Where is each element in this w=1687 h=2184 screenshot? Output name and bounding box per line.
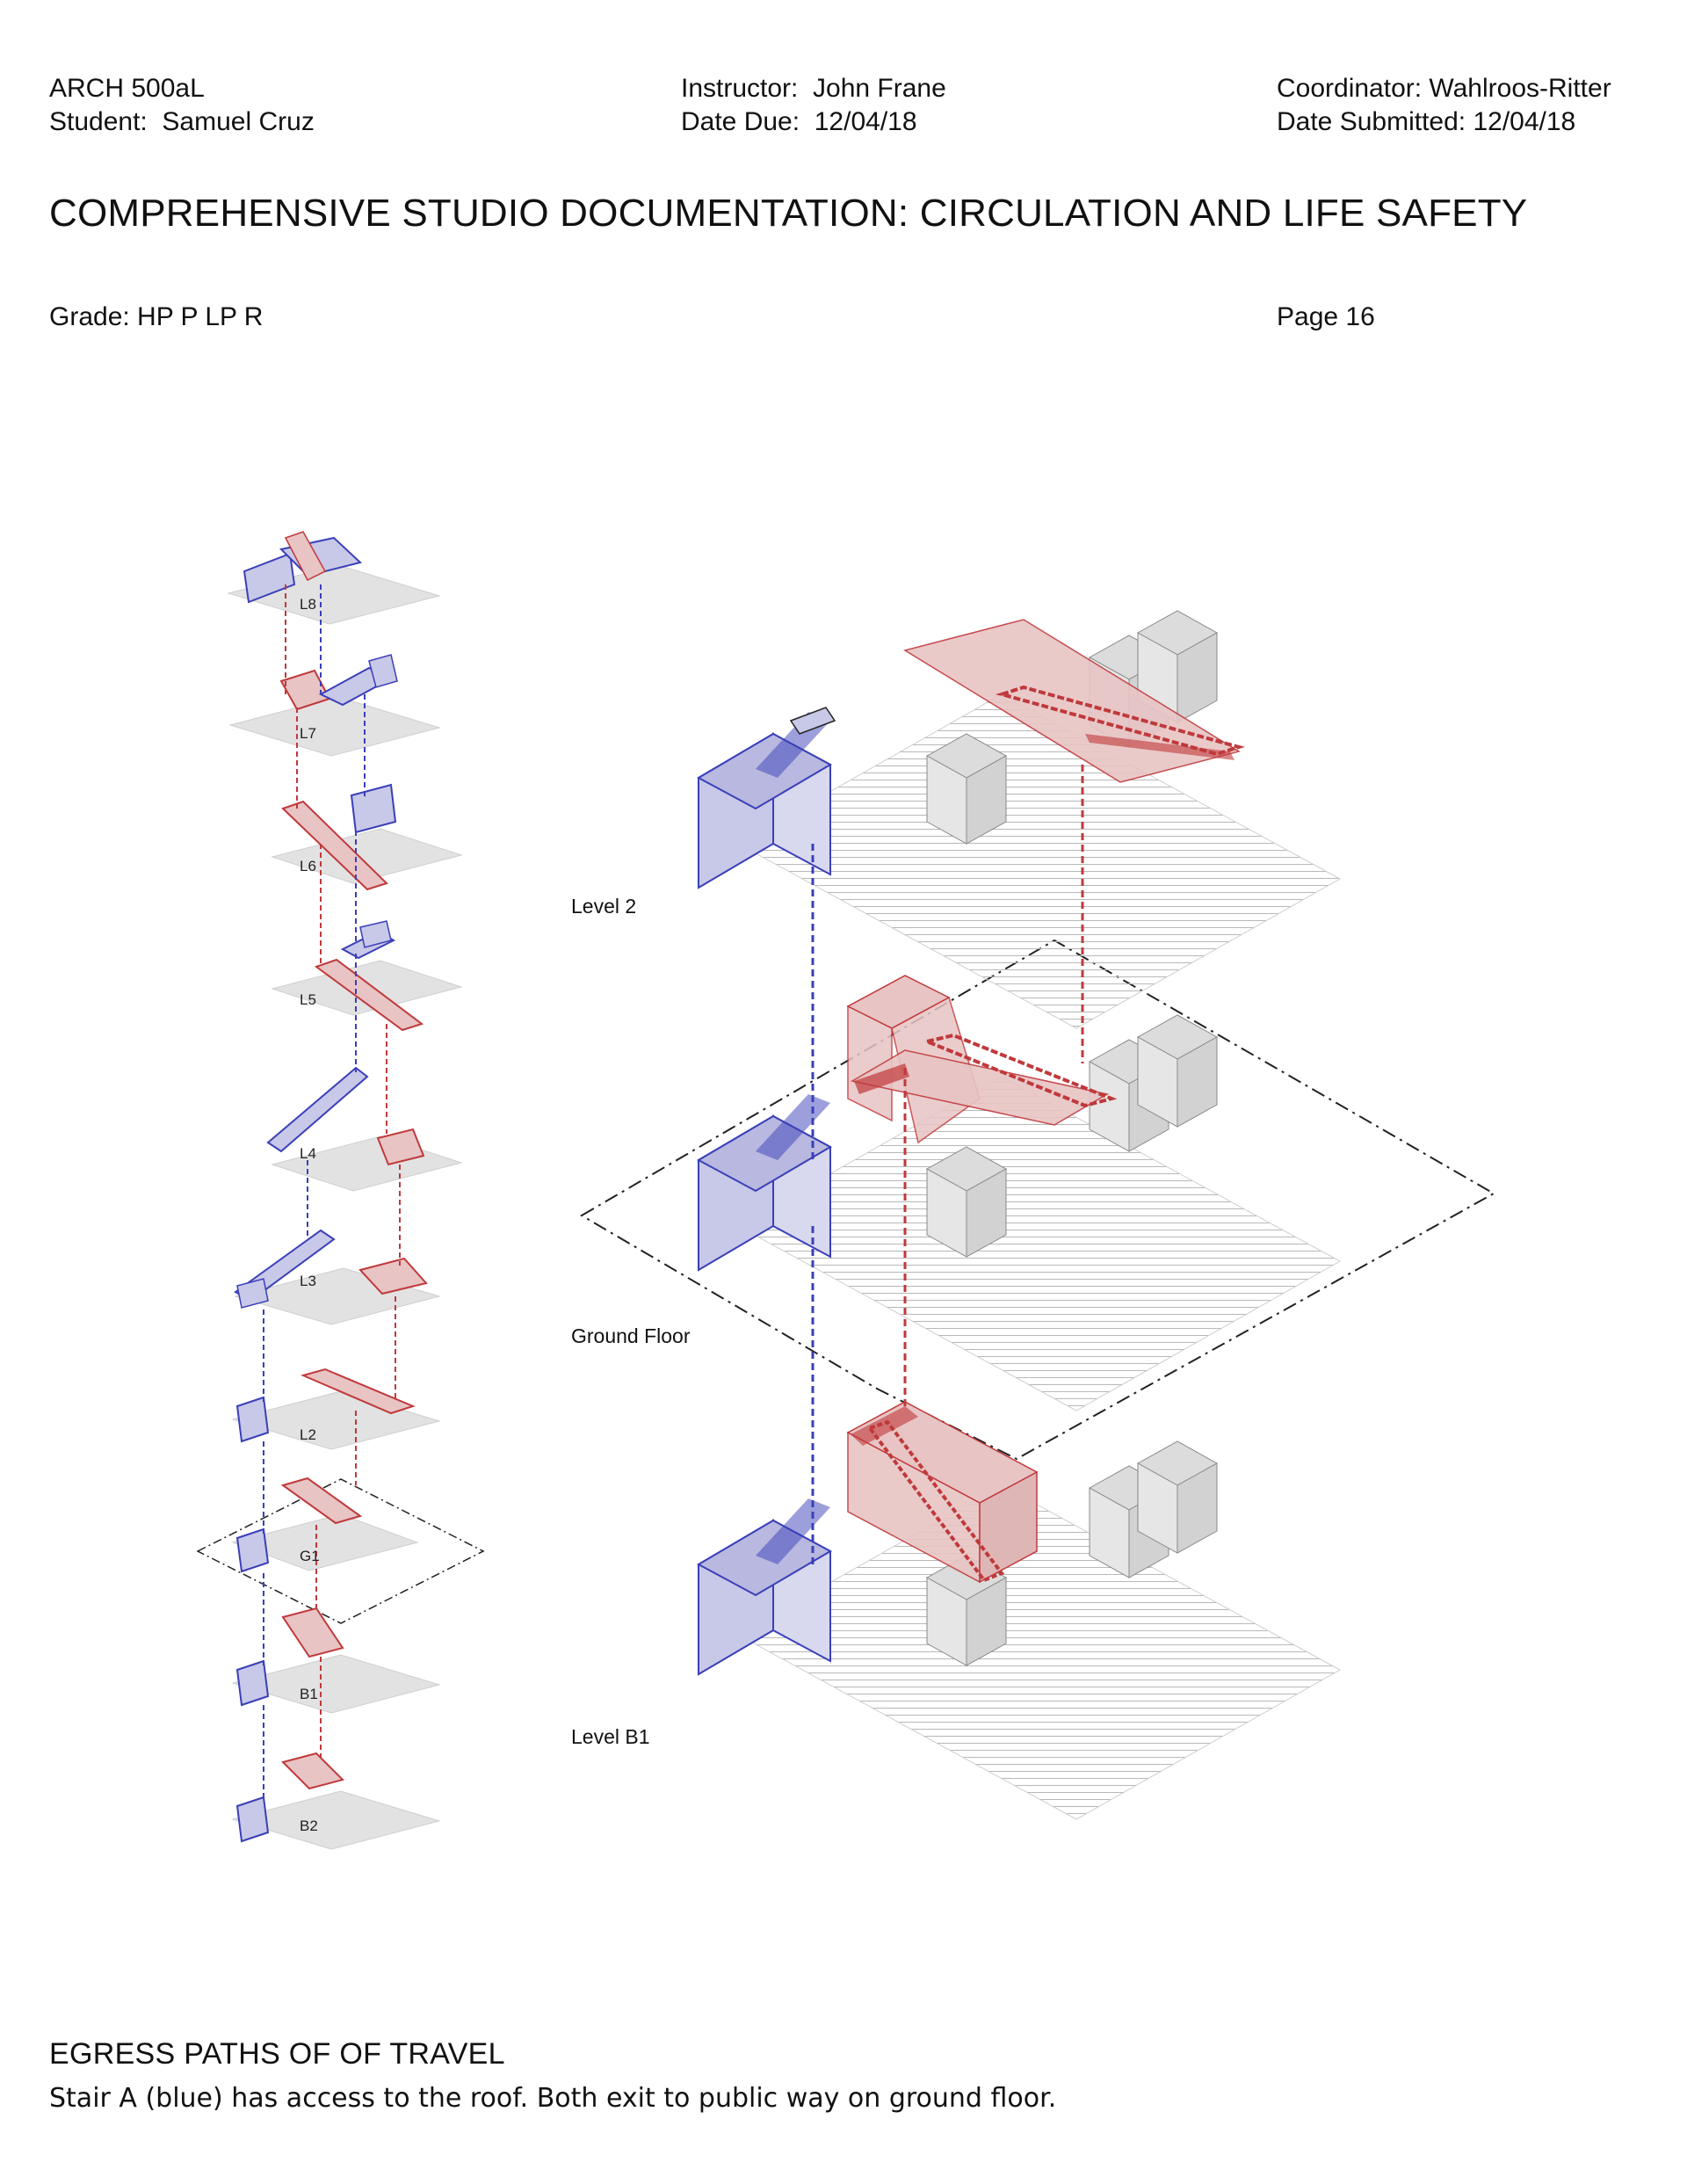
floor-plate-l6 — [271, 783, 463, 891]
level-2-floor — [696, 610, 1342, 1029]
ground-floor-boundary — [580, 939, 1496, 1461]
level-label-b1: B1 — [300, 1686, 318, 1702]
floor-plate-l3 — [234, 1229, 441, 1325]
floor-plate-l4 — [266, 1066, 463, 1192]
date-due: Date Due: 12/04/18 — [681, 107, 917, 136]
floor-plate-b2 — [231, 1752, 441, 1850]
level-label-l6: L6 — [300, 858, 316, 874]
level-label-g1: G1 — [300, 1548, 320, 1564]
floor-plate-b1 — [231, 1607, 441, 1714]
floor-plate-l8 — [227, 531, 441, 625]
level-label-ground-floor: Ground Floor — [571, 1324, 691, 1347]
small-stair-connectors — [263, 584, 401, 1802]
big-stair-connectors — [811, 765, 1084, 1564]
floor-plate-l7 — [228, 654, 441, 757]
page-number: Page 16 — [1277, 302, 1375, 331]
level-b1-floor — [696, 1401, 1342, 1820]
floor-plate-l2 — [231, 1368, 441, 1450]
level-label-l8: L8 — [300, 596, 316, 613]
level-label-l3: L3 — [300, 1273, 316, 1289]
grade-line: Grade: HP P LP R — [49, 302, 264, 331]
coordinator-name: Coordinator: Wahlroos-Ritter — [1277, 74, 1611, 103]
date-submitted: Date Submitted: 12/04/18 — [1277, 107, 1576, 136]
instructor-name: Instructor: John Frane — [681, 74, 946, 103]
level-label-level-b1: Level B1 — [571, 1725, 650, 1748]
footer-heading: EGRESS PATHS OF OF TRAVEL — [49, 2037, 505, 2071]
ground-floor-floor — [696, 975, 1342, 1411]
floor-plate-l5 — [271, 920, 463, 1032]
level-label-l7: L7 — [300, 725, 316, 742]
course-code: ARCH 500aL — [49, 74, 205, 103]
floor-plate-g1 — [196, 1477, 485, 1624]
student-name: Student: Samuel Cruz — [49, 107, 315, 136]
level-label-level-2: Level 2 — [571, 895, 637, 918]
level-label-b2: B2 — [300, 1818, 318, 1834]
footer-body: Stair A (blue) has access to the roof. B… — [49, 2083, 1057, 2114]
page-title: COMPREHENSIVE STUDIO DOCUMENTATION: CIRC… — [49, 192, 1528, 235]
level-label-l4: L4 — [300, 1145, 316, 1162]
level-label-l5: L5 — [300, 991, 316, 1008]
small-floor-stack — [196, 531, 485, 1850]
level-label-l2: L2 — [300, 1426, 316, 1443]
